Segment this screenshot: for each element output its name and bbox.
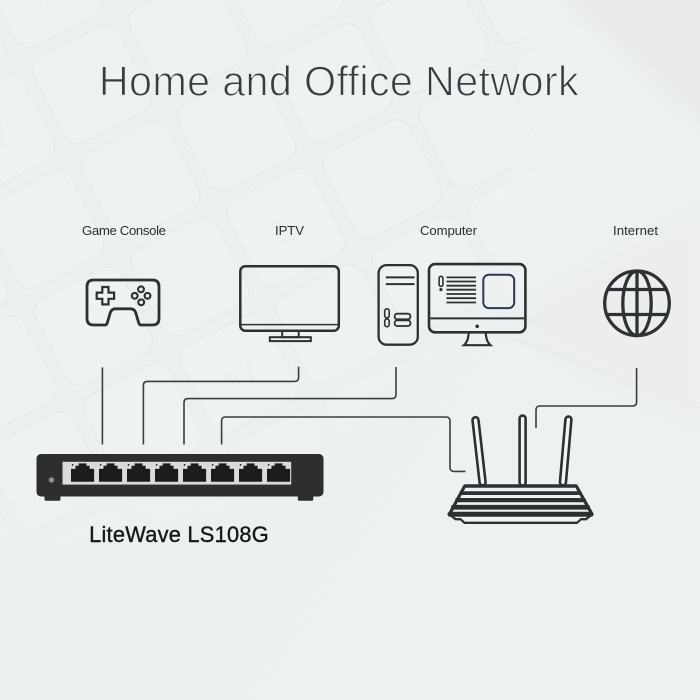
- svg-text:LiteWave LS108G: LiteWave LS108G: [89, 522, 269, 547]
- svg-text:IPTV: IPTV: [275, 223, 304, 238]
- svg-text:Home and Office Network: Home and Office Network: [99, 59, 579, 105]
- svg-text:Computer: Computer: [420, 223, 478, 238]
- svg-text:Game Console: Game Console: [82, 223, 166, 238]
- svg-text:Internet: Internet: [613, 223, 658, 238]
